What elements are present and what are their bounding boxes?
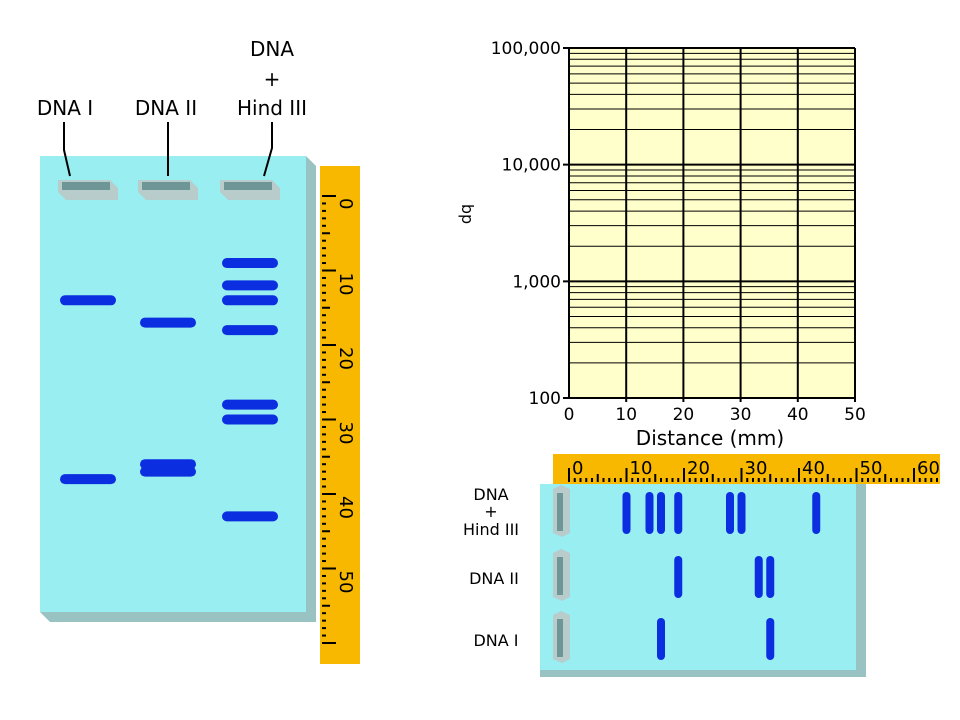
dna-band (140, 317, 196, 328)
ruler-label: 20 (687, 458, 710, 479)
x-tick-label: 30 (730, 405, 752, 425)
h-lane-label-dna-hind-line3: Hind III (463, 520, 519, 539)
horizontal-gel-body (540, 484, 856, 670)
dna-band (222, 399, 278, 410)
ruler-label: 40 (802, 458, 825, 479)
ruler-label: 10 (335, 273, 356, 296)
lane-label-dna-ii: DNA II (135, 96, 197, 120)
h-lane-label-dna-hind-line1: DNA (473, 485, 508, 504)
dna-band (737, 492, 746, 534)
dna-band (766, 618, 775, 660)
lane-pointer-dna-hind (263, 122, 273, 177)
vertical-ruler-labels: 0 10 20 30 40 50 (335, 198, 356, 593)
vertical-gel: DNA I DNA II DNA + Hind III (37, 37, 316, 622)
chart-x-tick-labels: 0 10 20 30 40 50 (564, 405, 866, 425)
horizontal-ruler: 0 10 20 30 40 50 60 (553, 454, 940, 484)
x-tick-label: 50 (844, 405, 866, 425)
dna-band (622, 492, 631, 534)
h-lane-label-dna-hind-line2: + (484, 502, 497, 521)
dna-band (222, 295, 278, 306)
x-tick-label: 20 (673, 405, 695, 425)
dna-band (222, 511, 278, 522)
sample-well-slot (224, 182, 272, 190)
ruler-label: 40 (335, 496, 356, 519)
dna-band (222, 325, 278, 336)
ruler-label: 0 (335, 198, 356, 209)
sample-well-slot (557, 557, 563, 595)
vertical-ruler-body (320, 166, 360, 664)
y-tick-label: 1,000 (512, 272, 561, 292)
vertical-gel-bands (60, 258, 278, 522)
horizontal-ruler-ticks (568, 468, 938, 482)
vertical-ruler: 0 10 20 30 40 50 (320, 166, 360, 664)
x-tick-label: 40 (787, 405, 809, 425)
ruler-label: 50 (335, 571, 356, 594)
dna-band (812, 492, 821, 534)
sample-well-slot (557, 493, 563, 531)
chart-x-axis-label: Distance (mm) (636, 426, 784, 450)
dna-band (766, 556, 775, 598)
chart-y-tick-labels: 100,000 10,000 1,000 100 (491, 39, 561, 409)
y-tick-label: 100 (529, 389, 561, 409)
dna-band (657, 618, 665, 660)
dna-band (657, 492, 665, 534)
chart-grid (563, 47, 856, 402)
ruler-label: 50 (860, 458, 883, 479)
dna-band (222, 280, 278, 291)
horizontal-gel: DNA + Hind III DNA II DNA I (463, 484, 866, 677)
ruler-label: 60 (917, 458, 940, 479)
lane-pointer-dna-i (63, 122, 71, 177)
h-lane-label-dna-ii: DNA II (469, 569, 519, 588)
ruler-label: 30 (335, 422, 356, 445)
dna-band (60, 474, 116, 485)
dna-band (60, 295, 116, 306)
ruler-label: 30 (745, 458, 768, 479)
y-tick-label: 100,000 (491, 39, 561, 59)
ruler-label: 0 (572, 458, 583, 479)
sample-well-slot (557, 619, 563, 657)
dna-band (222, 258, 278, 269)
h-lane-label-dna-i: DNA I (473, 631, 518, 650)
x-tick-label: 0 (564, 405, 575, 425)
dna-band (645, 492, 654, 534)
horizontal-ruler-labels: 0 10 20 30 40 50 60 (572, 458, 940, 479)
chart-y-axis-label: bp (458, 204, 477, 224)
ruler-label: 20 (335, 347, 356, 370)
dna-band (674, 492, 683, 534)
dna-band (726, 492, 734, 534)
dna-band (674, 556, 683, 598)
lane-label-dna-i: DNA I (37, 96, 93, 120)
sample-well-slot (62, 182, 110, 190)
y-tick-label: 10,000 (502, 156, 561, 176)
x-tick-label: 10 (615, 405, 637, 425)
horizontal-gel-wells (553, 485, 570, 663)
vertical-gel-body (40, 156, 306, 612)
chart-plot-area (569, 48, 855, 398)
vertical-ruler-ticks (322, 195, 336, 644)
lane-label-dna-hind-line2: + (264, 67, 281, 91)
dna-band (140, 466, 196, 477)
vertical-gel-wells (58, 180, 280, 200)
lane-label-dna-hind-line3: Hind III (237, 96, 307, 120)
semilog-chart: 100,000 10,000 1,000 100 0 10 20 30 40 50 bp Dis… (458, 39, 866, 450)
dna-band (222, 414, 278, 425)
lane-label-dna-hind-line1: DNA (250, 37, 294, 61)
sample-well-slot (142, 182, 190, 190)
horizontal-gel-bands (622, 492, 821, 660)
dna-band (754, 556, 763, 598)
ruler-label: 10 (630, 458, 653, 479)
